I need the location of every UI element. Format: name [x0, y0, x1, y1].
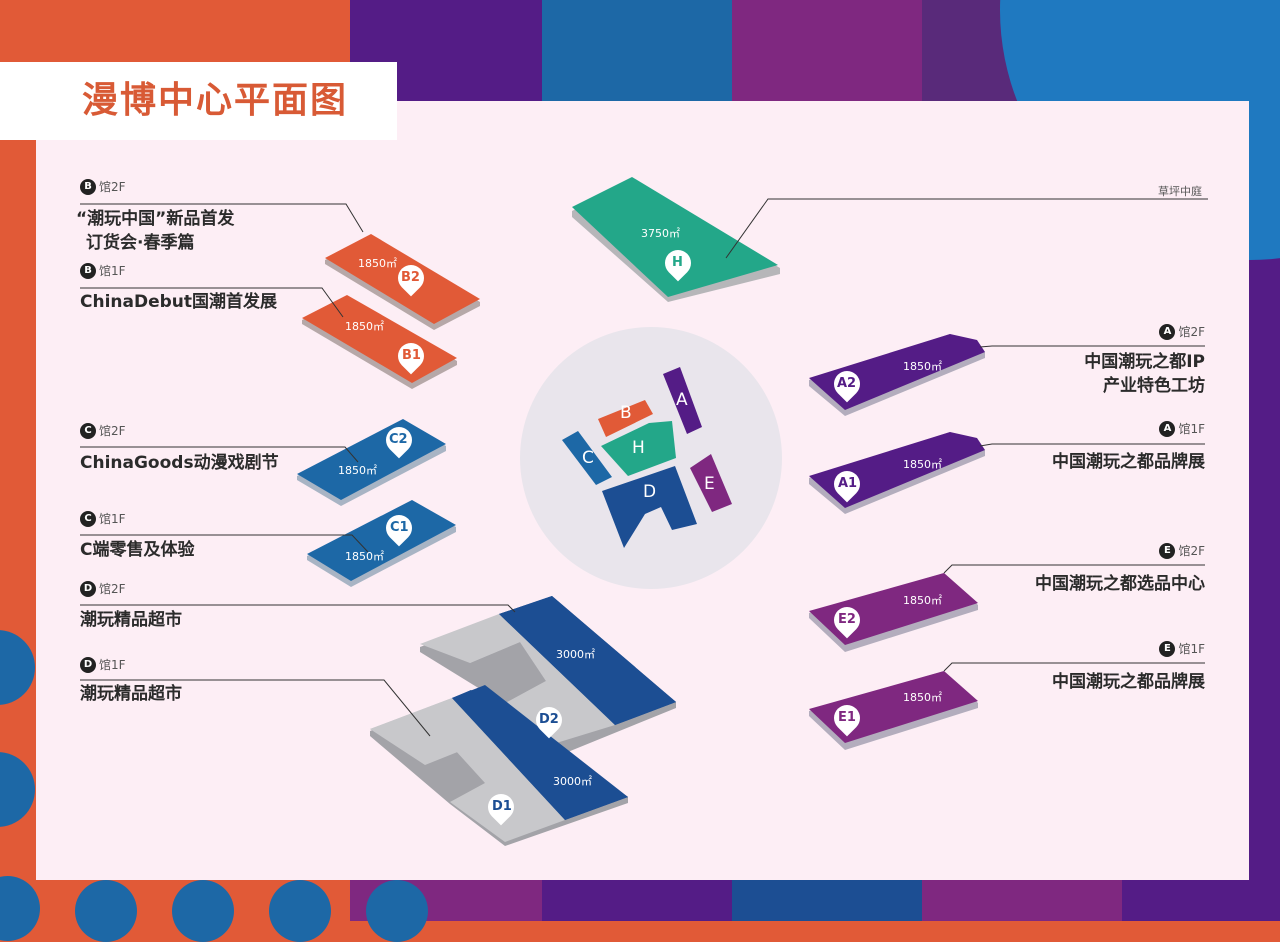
hall-badge-icon: B [80, 179, 96, 195]
floor-tag-e1: E 馆1F [1159, 641, 1205, 657]
area-c2: 1850㎡ [338, 464, 377, 477]
pin-c1-label: C1 [390, 520, 409, 535]
floor-label: 馆2F [99, 180, 126, 194]
overview-label-a: A [676, 390, 688, 410]
pin-e2-label: E2 [838, 612, 856, 627]
hall-badge-icon: A [1159, 324, 1176, 340]
area-a2: 1850㎡ [903, 360, 942, 373]
area-b1: 1850㎡ [345, 320, 384, 333]
area-d1: 3000㎡ [553, 775, 592, 788]
hall-name-b2-line2[interactable]: 订货会·春季篇 [86, 233, 195, 253]
bottom-band-magenta-2 [922, 880, 1122, 921]
floor-label: 馆1F [1178, 642, 1205, 656]
pin-a2-label: A2 [837, 376, 857, 391]
hall-name-a2-line2[interactable]: 产业特色工坊 [1103, 376, 1205, 396]
overview-label-d: D [643, 482, 657, 502]
bottom-band-navy [732, 880, 922, 921]
pin-b2-label: B2 [401, 270, 420, 285]
floor-label: 馆2F [99, 424, 126, 438]
hall-name-e2[interactable]: 中国潮玩之都选品中心 [1035, 574, 1205, 594]
area-c1: 1850㎡ [345, 550, 384, 563]
floor-label: 馆1F [99, 512, 126, 526]
area-e2: 1850㎡ [903, 594, 942, 607]
overview-label-h: H [632, 438, 645, 458]
floor-tag-b1: B 馆1F [80, 263, 126, 279]
pin-d2-label: D2 [539, 712, 559, 727]
pin-c2-label: C2 [389, 432, 408, 447]
overview-label-b: B [620, 403, 632, 423]
plate-d2 [420, 596, 676, 756]
top-band-magenta [732, 0, 922, 101]
area-d2: 3000㎡ [556, 648, 595, 661]
pin-d1-label: D1 [492, 799, 512, 814]
hall-name-c2[interactable]: ChinaGoods动漫戏剧节 [80, 453, 279, 473]
bottom-band-purple [542, 880, 732, 921]
hall-badge-icon: B [80, 263, 96, 279]
plate-c1 [307, 500, 456, 587]
floor-tag-c2: C 馆2F [80, 423, 126, 439]
plate-d1 [370, 685, 628, 846]
hall-badge-icon: D [80, 581, 96, 597]
hall-name-e1[interactable]: 中国潮玩之都品牌展 [1052, 672, 1205, 692]
hall-name-a2-line1[interactable]: 中国潮玩之都IP [1084, 352, 1205, 372]
bottom-band-purple-2 [1122, 880, 1280, 921]
title-box [0, 62, 397, 140]
plate-a2 [809, 334, 985, 416]
floor-label: 馆1F [1178, 422, 1205, 436]
area-e1: 1850㎡ [903, 691, 942, 704]
plate-a1 [809, 432, 985, 514]
hall-badge-icon: C [80, 511, 96, 527]
pin-e1-label: E1 [838, 710, 856, 725]
hall-badge-icon: E [1159, 543, 1176, 559]
pin-b1-label: B1 [402, 348, 421, 363]
hall-name-c1[interactable]: C端零售及体验 [80, 540, 195, 560]
hall-name-d1[interactable]: 潮玩精品超市 [80, 684, 182, 704]
hall-badge-icon: A [1159, 421, 1176, 437]
floor-label: 馆1F [99, 658, 126, 672]
floor-label: 馆2F [99, 582, 126, 596]
overview-label-c: C [582, 448, 594, 468]
floor-label: 馆2F [1178, 325, 1205, 339]
plate-e1 [809, 671, 978, 750]
floor-tag-b2: B 馆2F [80, 179, 126, 195]
floor-label: 馆2F [1178, 544, 1205, 558]
hall-name-d2[interactable]: 潮玩精品超市 [80, 610, 182, 630]
hall-badge-icon: C [80, 423, 96, 439]
pin-h-label: H [672, 255, 683, 270]
floor-tag-e2: E 馆2F [1159, 543, 1205, 559]
hall-badge-icon: D [80, 657, 96, 673]
floor-tag-a1: A 馆1F [1159, 421, 1205, 437]
overview-plan [562, 367, 732, 548]
pin-a1-label: A1 [838, 476, 858, 491]
area-a1: 1850㎡ [903, 458, 942, 471]
floor-tag-a2: A 馆2F [1159, 324, 1205, 340]
floor-tag-d1: D 馆1F [80, 657, 126, 673]
top-band-blue [542, 0, 732, 101]
area-b2: 1850㎡ [358, 257, 397, 270]
floor-tag-c1: C 馆1F [80, 511, 126, 527]
page-title: 漫博中心平面图 [82, 80, 349, 121]
hall-name-a1[interactable]: 中国潮玩之都品牌展 [1052, 452, 1205, 472]
plate-h [572, 177, 780, 302]
hall-badge-icon: E [1159, 641, 1176, 657]
overview-label-e: E [704, 474, 715, 494]
lawn-label: 草坪中庭 [1158, 185, 1202, 198]
hall-name-b1[interactable]: ChinaDebut国潮首发展 [80, 292, 278, 312]
floor-tag-d2: D 馆2F [80, 581, 126, 597]
floor-label: 馆1F [99, 264, 126, 278]
hall-name-b2-line1[interactable]: “潮玩中国”新品首发 [76, 209, 235, 229]
area-h: 3750㎡ [641, 227, 680, 240]
plate-e2 [809, 573, 978, 652]
